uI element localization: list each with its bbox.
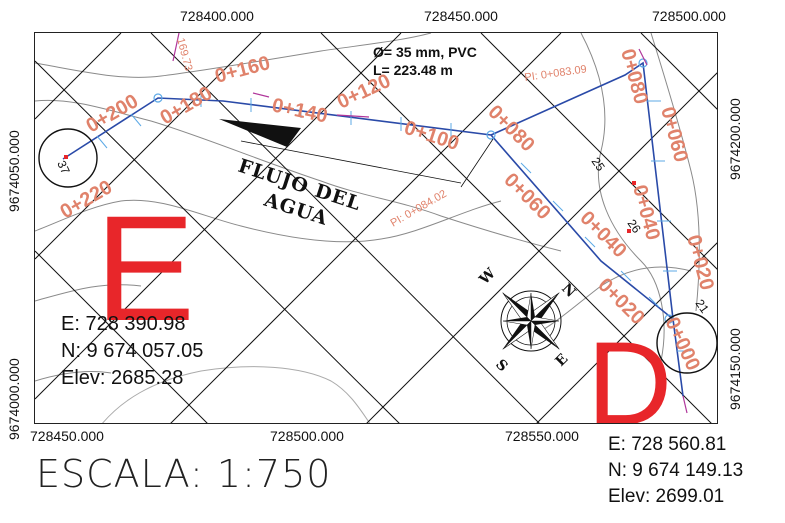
pi-label-1: PI: 0+083.09	[524, 63, 588, 84]
grid-label-left-2: 9674000.000	[6, 358, 22, 440]
compass-s: S	[492, 357, 510, 375]
label-21: 21	[693, 297, 712, 316]
station-label-100: 0+100	[401, 117, 461, 155]
point-e-northing: N: 9 674 057.05	[61, 340, 204, 362]
point-d-info: E: 728 560.81 N: 9 674 149.13 Elev: 2699…	[608, 432, 743, 510]
survey-points	[64, 155, 636, 233]
contour-lines	[35, 33, 700, 423]
pipe-length-label: L= 223.48 m	[373, 62, 453, 78]
map-drawing: 0+220 0+200 0+180 0+160 0+140 0+120 0+10…	[35, 33, 718, 423]
label-169: 169.73	[174, 37, 194, 73]
point-e-elevation: Elev: 2685.28	[61, 367, 184, 389]
station-label-r060: 0+060	[656, 105, 692, 165]
pipe-spec-label: Ø= 35 mm, PVC	[373, 44, 477, 60]
point-d-easting: E: 728 560.81	[608, 434, 727, 455]
point-e-info: E: 728 390.98 N: 9 674 057.05 Elev: 2685…	[61, 311, 203, 392]
point-d-northing: N: 9 674 149.13	[608, 460, 744, 481]
point-e-easting: E: 728 390.98	[61, 313, 186, 335]
map-canvas[interactable]: 0+220 0+200 0+180 0+160 0+140 0+120 0+10…	[34, 32, 718, 424]
grid-label-right-2: 9674150.000	[727, 328, 743, 410]
reference-segments	[172, 33, 688, 414]
grid-label-right-1: 9674200.000	[727, 98, 743, 180]
station-label-200: 0+200	[83, 90, 143, 137]
grid-label-top-1: 728400.000	[180, 8, 254, 24]
point-letter-e: E	[95, 184, 196, 352]
grid-label-top-3: 728500.000	[652, 8, 726, 24]
compass-e: E	[553, 351, 572, 370]
grid-label-bottom-3: 728550.000	[505, 428, 579, 444]
label-37: 37	[54, 158, 72, 176]
compass-n: N	[558, 281, 579, 302]
station-label-140: 0+140	[270, 94, 330, 127]
pipe-nodes	[153, 58, 674, 324]
leader-lines	[240, 138, 494, 188]
station-label-080: 0+080	[483, 101, 538, 156]
grid-label-left-1: 9674050.000	[6, 130, 22, 212]
compass-w: W	[476, 265, 499, 288]
grid-label-bottom-1: 728450.000	[30, 428, 104, 444]
pipe-ticks	[96, 93, 691, 352]
endpoint-circle-d	[656, 312, 717, 374]
station-label-160: 0+160	[213, 52, 273, 88]
point-d-elevation: Elev: 2699.01	[608, 486, 725, 507]
station-label-180: 0+180	[157, 82, 217, 129]
flow-arrow	[219, 119, 301, 147]
pi-label-2: PI: 0+084.02	[389, 188, 449, 230]
grid-label-bottom-2: 728500.000	[270, 428, 344, 444]
station-label-r020: 0+020	[682, 233, 718, 293]
grid-lines	[35, 33, 717, 423]
point-letter-d: D	[587, 318, 673, 424]
grid-label-top-2: 728450.000	[424, 8, 498, 24]
station-label-040: 0+040	[575, 207, 630, 262]
endpoint-circle-e	[38, 128, 98, 188]
compass-rose: N S E W	[476, 265, 579, 375]
scale-label: ESCALA: 1:750	[36, 452, 332, 496]
